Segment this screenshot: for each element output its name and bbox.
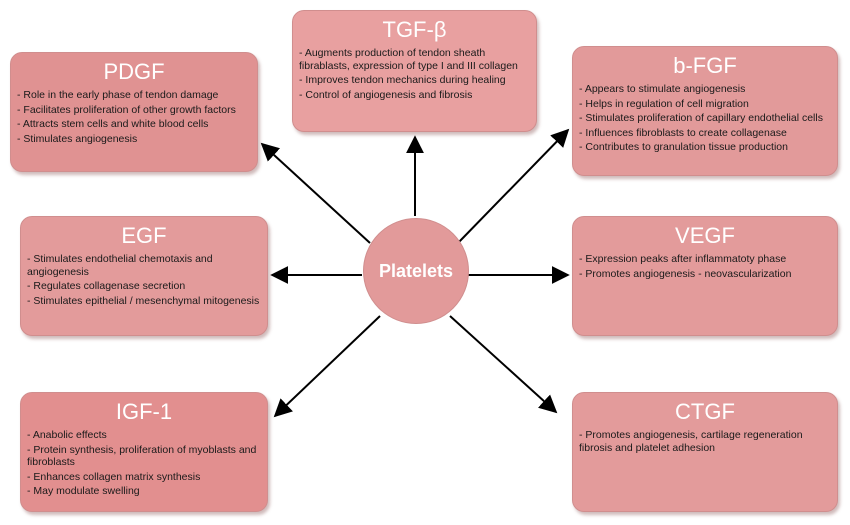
ctgf-list: - Promotes angiogenesis, cartilage regen… (579, 429, 831, 454)
platelets-node: Platelets (363, 218, 469, 324)
list-item: - Regulates collagenase secretion (27, 280, 186, 292)
pdgf-list: - Role in the early phase of tendon dama… (17, 89, 251, 145)
list-item: - Enhances collagen matrix synthesis (27, 470, 201, 483)
list-item: - Control of angiogenesis and fibrosis (299, 88, 473, 101)
platelets-label: Platelets (378, 260, 454, 281)
list-item: - Augments production of tendon sheath f… (299, 47, 518, 72)
list-item: - Stimulates endothelial chemotaxis and … (27, 253, 213, 278)
list-item: - Appears to stimulate angiogenesis (579, 83, 746, 95)
vegf-title: VEGF (675, 223, 735, 248)
arrow-to-igf (273, 315, 381, 418)
ctgf-title: CTGF (675, 399, 735, 424)
list-item: - May modulate swelling (27, 485, 140, 497)
list-item: - Helps in regulation of cell migration (579, 97, 749, 110)
list-item: - Stimulates proliferation of capillary … (579, 112, 823, 124)
list-item: - Attracts stem cells and white blood ce… (17, 118, 209, 130)
list-item: - Influences fibroblasts to create colla… (579, 126, 787, 139)
list-item: - Promotes angiogenesis - neovasculariza… (579, 267, 792, 280)
list-item: - Stimulates epithelial / mesenchymal mi… (27, 294, 260, 307)
list-item: - Stimulates angiogenesis (17, 132, 138, 145)
egf-list: - Stimulates endothelial chemotaxis and … (27, 253, 261, 307)
arrow-to-ctgf (449, 315, 558, 414)
vegf-list: - Expression peaks after inflammatoty ph… (579, 253, 831, 280)
list-item: - Promotes angiogenesis, cartilage regen… (579, 429, 803, 454)
b-fgf-list: - Appears to stimulate angiogenesis - He… (579, 83, 831, 154)
list-item: - Improves tendon mechanics during heali… (299, 74, 506, 86)
list-item: - Protein synthesis, proliferation of my… (27, 443, 257, 469)
tgf-beta-title: TGF-β (382, 17, 447, 42)
egf-title: EGF (121, 223, 167, 248)
pdgf-title: PDGF (103, 59, 165, 84)
b-fgf-box: b-FGF - Appears to stimulate angiogenesi… (572, 46, 838, 176)
igf-1-box: IGF-1 - Anabolic effects - Protein synth… (20, 392, 268, 512)
igf-1-list: - Anabolic effects - Protein synthesis, … (27, 429, 261, 498)
igf-1-title: IGF-1 (115, 399, 173, 424)
list-item: - Contributes to granulation tissue prod… (579, 141, 788, 153)
b-fgf-title: b-FGF (673, 53, 737, 78)
pdgf-box: PDGF - Role in the early phase of tendon… (10, 52, 258, 172)
list-item: - Expression peaks after inflammatoty ph… (579, 253, 787, 265)
arrow-to-pdgf (260, 142, 371, 244)
egf-box: EGF - Stimulates endothelial chemotaxis … (20, 216, 268, 336)
vegf-box: VEGF - Expression peaks after inflammato… (572, 216, 838, 336)
ctgf-box: CTGF - Promotes angiogenesis, cartilage … (572, 392, 838, 512)
list-item: - Anabolic effects (27, 429, 107, 441)
tgf-beta-box: TGF-β - Augments production of tendon sh… (292, 10, 537, 132)
tgf-beta-list: - Augments production of tendon sheath f… (299, 47, 530, 101)
list-item: - Facilitates proliferation of other gro… (17, 103, 236, 116)
list-item: - Role in the early phase of tendon dama… (17, 89, 219, 101)
arrow-to-bfgf (457, 128, 570, 244)
